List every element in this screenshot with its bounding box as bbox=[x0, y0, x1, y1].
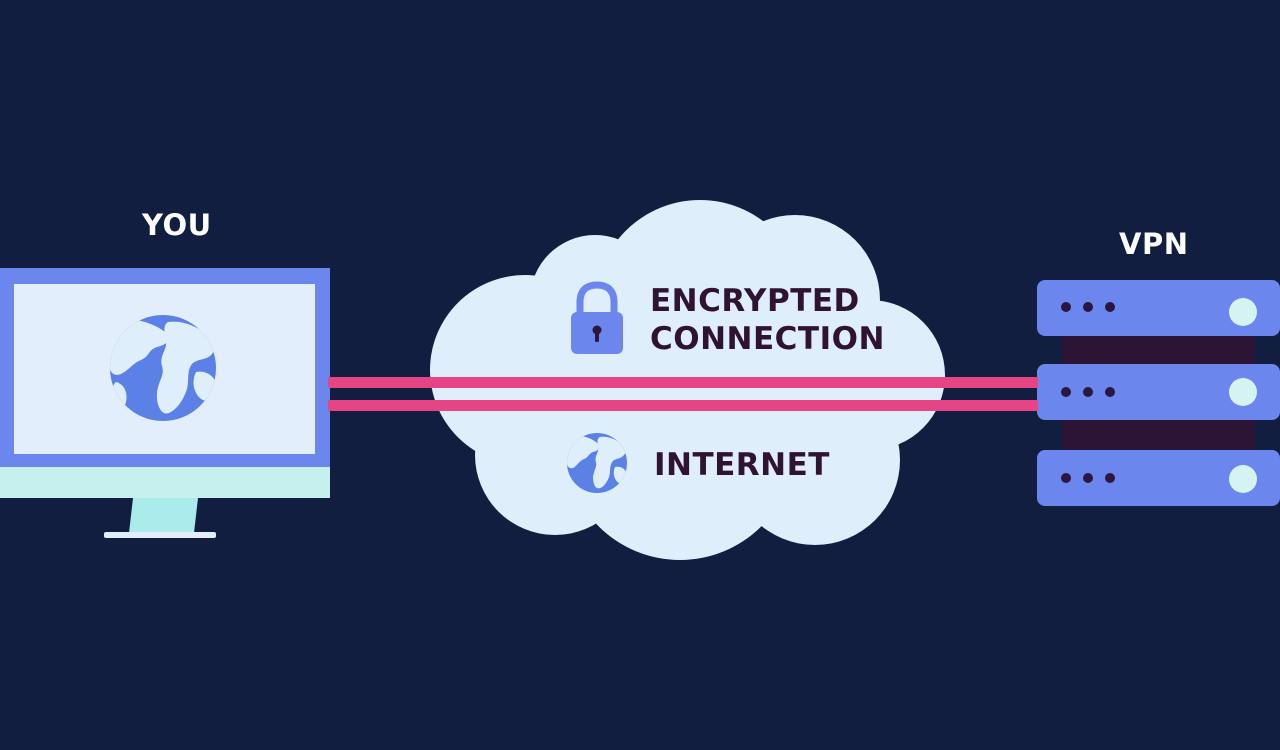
server-label: VPN bbox=[1119, 227, 1189, 261]
encrypted-tunnel bbox=[328, 377, 1038, 411]
server-rack-icon bbox=[1037, 280, 1280, 506]
server-unit bbox=[1037, 280, 1280, 336]
internet-cloud bbox=[430, 200, 945, 560]
internet-globe-icon bbox=[567, 433, 627, 493]
tunnel-label-line2: CONNECTION bbox=[650, 321, 885, 357]
padlock-icon bbox=[571, 281, 623, 354]
screen-globe-icon bbox=[110, 315, 216, 421]
server-unit bbox=[1037, 450, 1280, 506]
tunnel-label-line1: ENCRYPTED bbox=[650, 283, 860, 319]
server-unit bbox=[1037, 364, 1280, 420]
internet-label: INTERNET bbox=[654, 447, 830, 483]
client-label: YOU bbox=[142, 208, 212, 242]
